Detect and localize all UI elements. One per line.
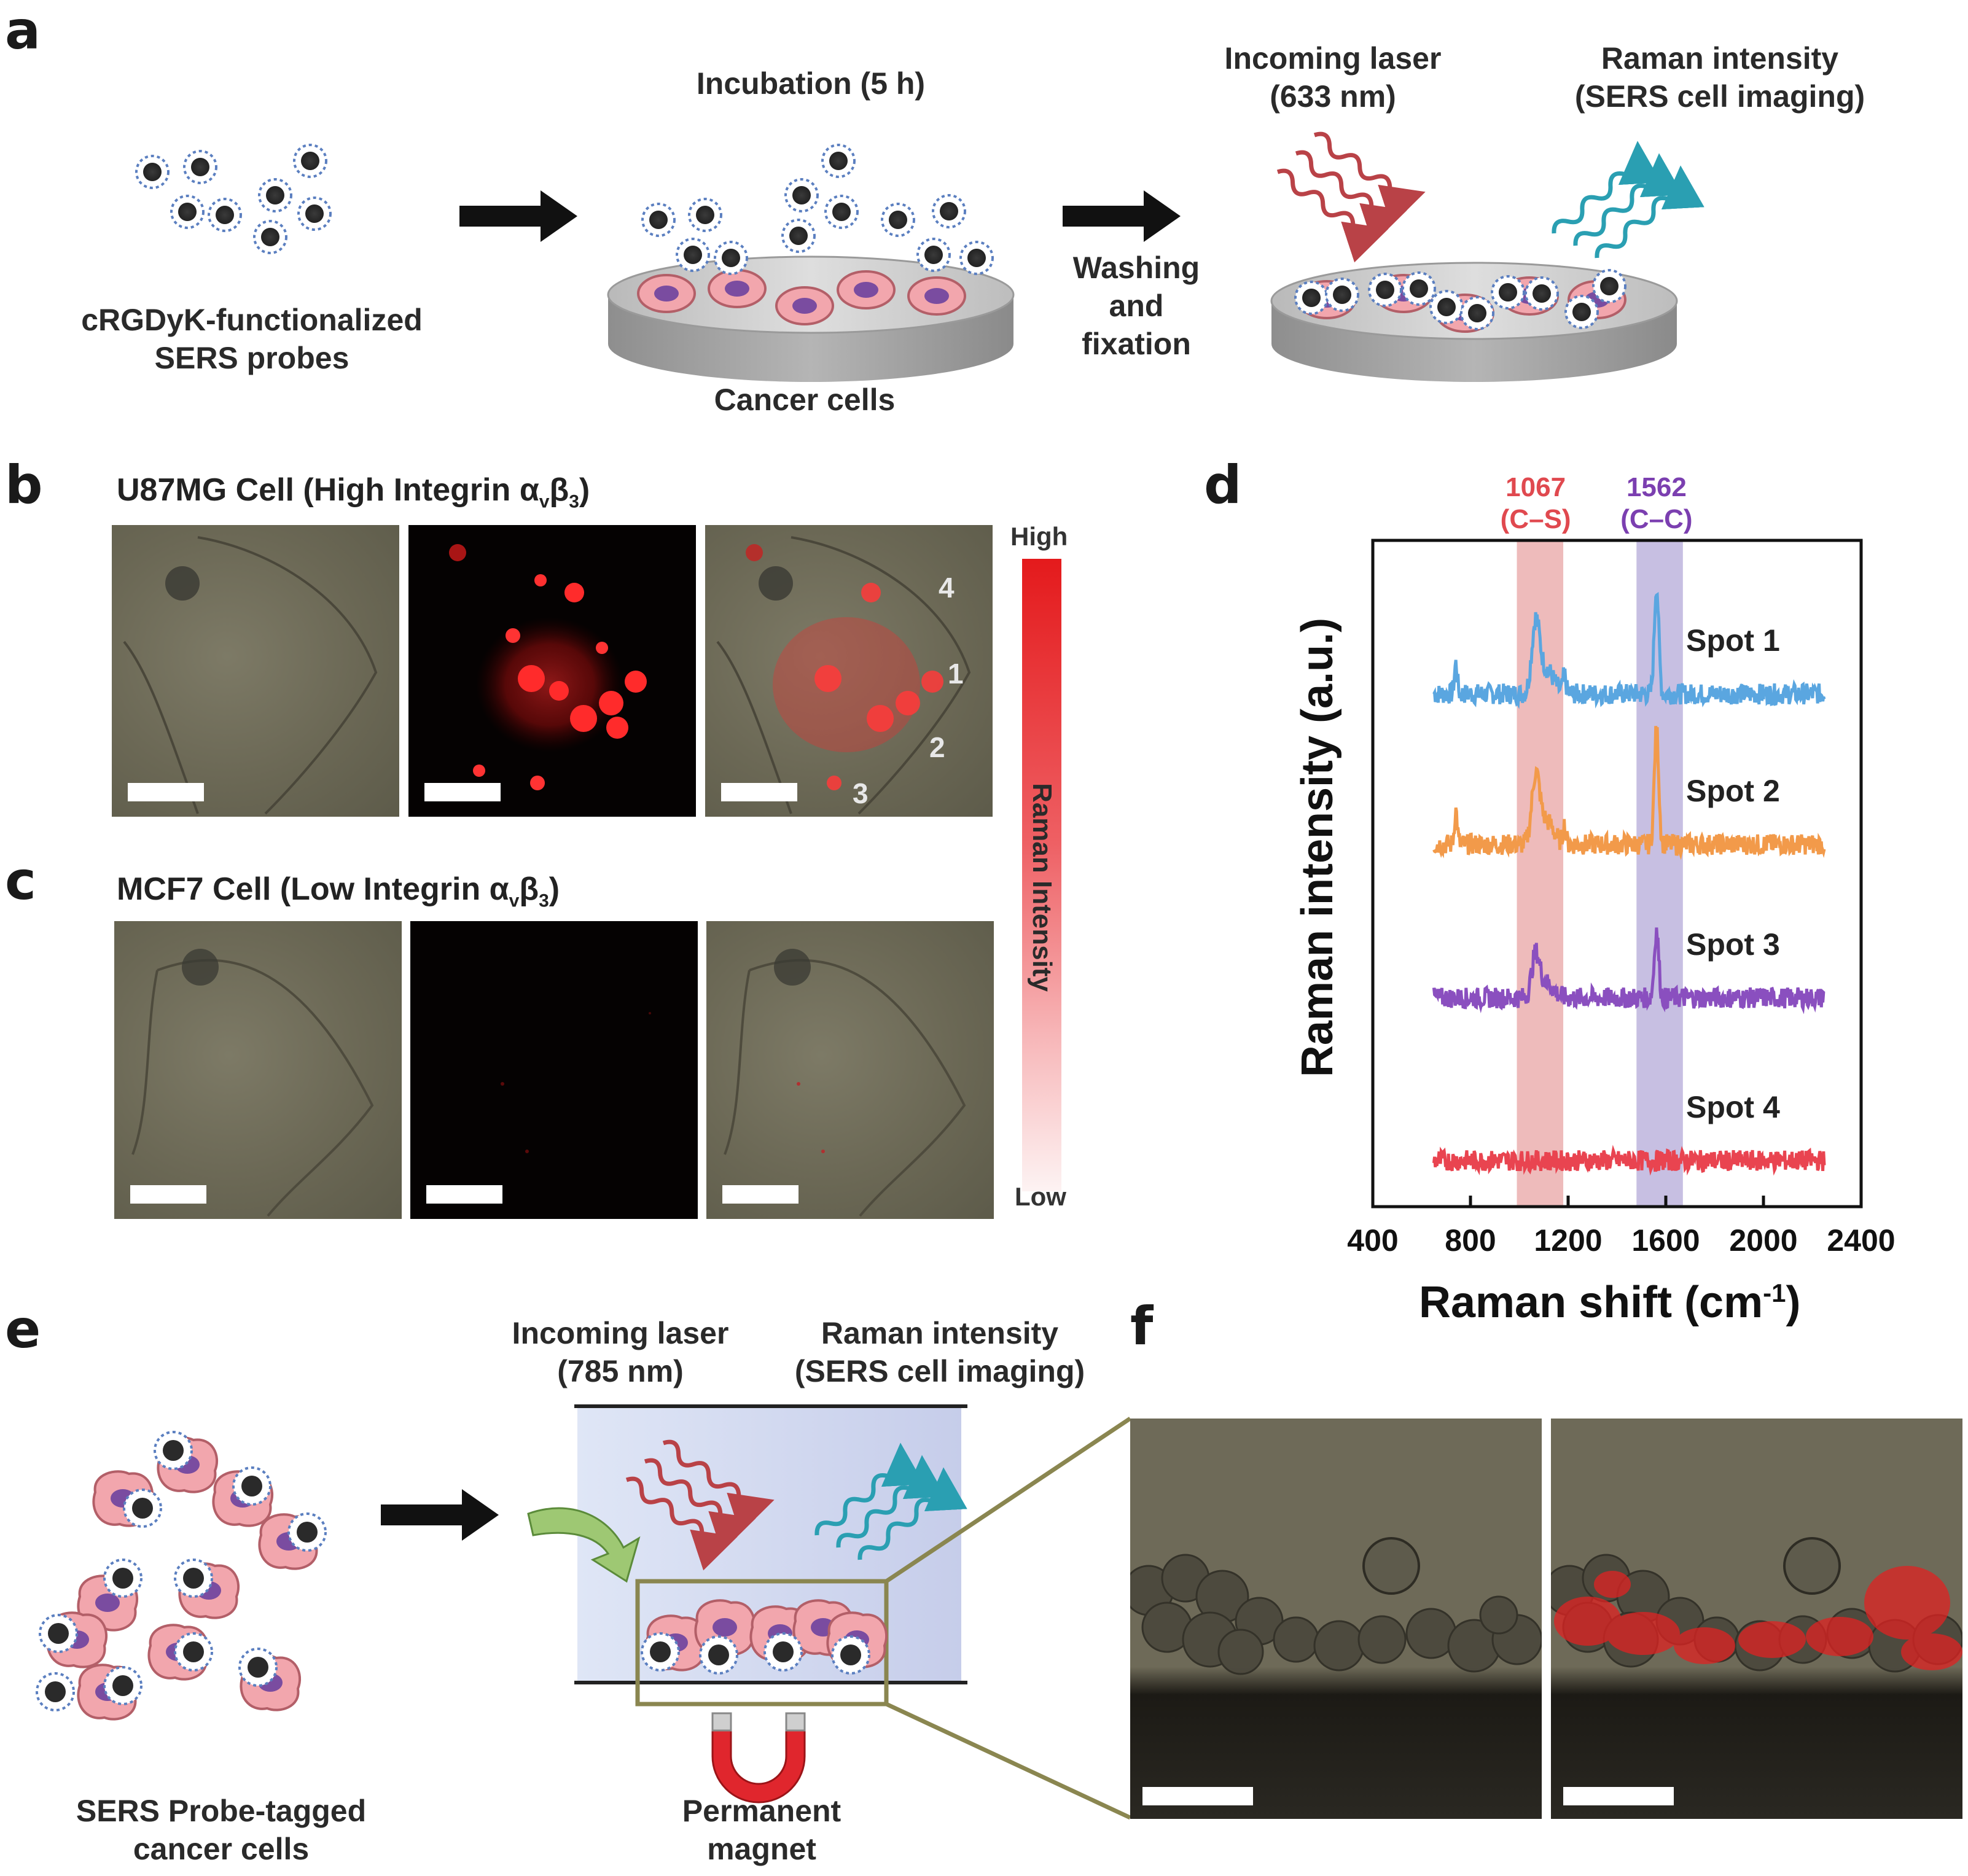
- scale-bar: [128, 783, 204, 801]
- u87mg-sers-image: [408, 525, 696, 817]
- band-sublabel-1067: (C–S): [1501, 504, 1571, 534]
- capture-brightfield-image: [1130, 1419, 1542, 1819]
- dish-2: [1270, 262, 1678, 382]
- series-label-4: Spot 4: [1686, 1090, 1780, 1124]
- raman-intensity-colorbar: [1022, 559, 1061, 1191]
- panel-b-title: U87MG Cell (High Integrin αvβ3): [117, 472, 590, 512]
- u87mg-brightfield-image: [112, 525, 399, 817]
- magnet-icon: [711, 1712, 806, 1804]
- chart-y-axis-label: Raman intensity (a.u.): [1293, 617, 1342, 1078]
- spot-label-3: 3: [853, 777, 869, 809]
- peak-band-1067: [1517, 540, 1564, 1207]
- spectrum-line-2: [1432, 726, 1826, 860]
- laser-633-label: Incoming laser(633 nm): [1224, 41, 1442, 114]
- series-label-1: Spot 1: [1686, 623, 1780, 658]
- mcf7-sers-image: [410, 921, 698, 1219]
- panel-letter-b: b: [5, 454, 43, 516]
- scale-bar: [721, 783, 797, 801]
- arrow-right-2: [1063, 190, 1181, 242]
- scale-bar: [1142, 1787, 1253, 1805]
- raman-intensity-label-a: Raman intensity(SERS cell imaging): [1574, 41, 1865, 114]
- x-tick-label-2400: 2400: [1827, 1223, 1895, 1258]
- panel-letter-e: e: [5, 1299, 41, 1360]
- peak-band-1562: [1636, 540, 1683, 1207]
- laser-785-label: Incoming laser(785 nm): [512, 1316, 729, 1388]
- incoming-laser-waves: [1276, 131, 1426, 263]
- chart-x-axis-label: Raman shift (cm-1): [1419, 1278, 1801, 1327]
- scale-bar: [130, 1185, 206, 1204]
- scale-bar: [722, 1185, 799, 1204]
- x-tick-label-2000: 2000: [1729, 1223, 1797, 1258]
- panel-letter-a: a: [5, 0, 41, 61]
- tagged-cells: [36, 1431, 327, 1721]
- spot-label-4: 4: [939, 572, 955, 604]
- raman-scatter-waves: [1552, 141, 1704, 259]
- x-tick-label-1600: 1600: [1631, 1223, 1700, 1258]
- capture-merged-image: [1551, 1419, 1962, 1819]
- u87mg-merged-image: 4 1 2 3: [705, 525, 993, 817]
- captured-cells: [641, 1599, 888, 1675]
- series-label-3: Spot 3: [1686, 927, 1780, 962]
- band-label-1067: 1067: [1505, 472, 1566, 502]
- cancer-cells-label: Cancer cells: [714, 383, 896, 417]
- band-label-1562: 1562: [1626, 472, 1687, 502]
- incubation-label: Incubation (5 h): [696, 66, 926, 101]
- colorbar-label: Raman Intensity: [1027, 783, 1057, 992]
- dish-1: [607, 144, 1015, 382]
- spot-label-2: 2: [929, 731, 945, 763]
- chart-plot-frame: [1371, 539, 1863, 1209]
- panel-c-title: MCF7 Cell (Low Integrin αvβ3): [117, 871, 560, 911]
- panel-letter-d: d: [1204, 454, 1242, 516]
- x-tick-label-800: 800: [1445, 1223, 1496, 1258]
- spectrum-line-4: [1432, 1145, 1826, 1176]
- scale-bar: [426, 1185, 502, 1204]
- scale-bar: [424, 783, 501, 801]
- spot-label-1: 1: [948, 658, 964, 690]
- mcf7-brightfield-image: [114, 921, 402, 1219]
- colorbar-low-label: Low: [1015, 1182, 1066, 1211]
- spectrum-line-3: [1432, 927, 1825, 1014]
- series-label-2: Spot 2: [1686, 774, 1780, 808]
- raman-intensity-label-e: Raman intensity(SERS cell imaging): [794, 1316, 1085, 1388]
- panel-a-illustration: [135, 131, 1704, 382]
- band-sublabel-1562: (C–C): [1620, 504, 1692, 534]
- arrow-right-1: [459, 190, 577, 242]
- panel-letter-c: c: [5, 850, 36, 912]
- x-tick-label-1200: 1200: [1534, 1223, 1602, 1258]
- mcf7-merged-image: [706, 921, 994, 1219]
- panel-letter-f: f: [1130, 1296, 1154, 1357]
- arrow-right-3: [381, 1489, 499, 1541]
- colorbar-high-label: High: [1010, 522, 1068, 551]
- x-tick-label-400: 400: [1347, 1223, 1398, 1258]
- free-probes: [135, 144, 332, 254]
- spectrum-line-1: [1432, 591, 1826, 709]
- scale-bar: [1563, 1787, 1674, 1805]
